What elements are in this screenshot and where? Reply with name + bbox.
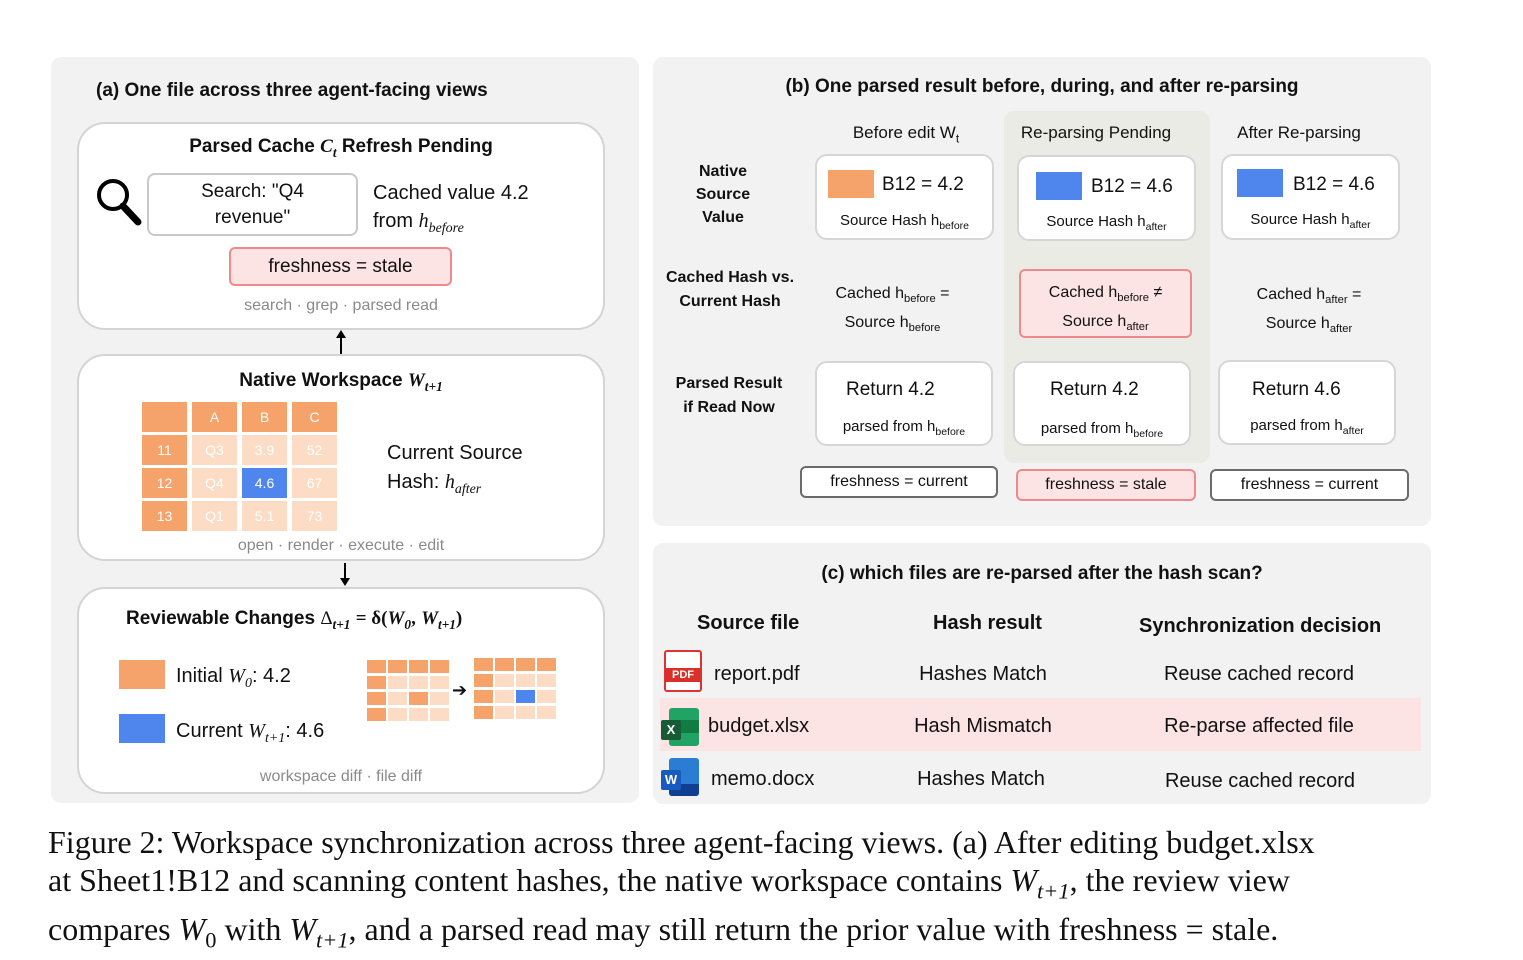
mini-grid-after: [474, 658, 556, 720]
sync-decision: Reuse cached record: [1164, 770, 1356, 792]
grid-cell[interactable]: 52: [292, 435, 337, 465]
grid-col-a: A: [192, 402, 237, 432]
word-icon: W: [661, 758, 699, 796]
col-before-compare: Cached hbefore = Source hbefore: [835, 285, 950, 335]
cache-freshness-badge: freshness = stale: [229, 247, 452, 286]
panel-b-title: (b) One parsed result before, during, an…: [785, 76, 1299, 97]
workspace-grid: A B C 11 Q3 3.9 52 12 Q4 4.6 67 13 Q1 5.…: [142, 402, 342, 531]
grid-col-c: C: [292, 402, 337, 432]
search-query-line1: Search: "Q4: [201, 181, 304, 202]
legend-initial-label: Initial W0: 4.2: [176, 665, 291, 691]
figure-caption: Figure 2: Workspace synchronization acro…: [48, 823, 1438, 960]
cached-value-text: Cached value 4.2 from hbefore: [373, 182, 529, 236]
col-before-header: Before edit Wt: [852, 123, 960, 146]
col-pending-compare-box: Cached hbefore ≠ Source hafter: [1019, 269, 1192, 338]
grid-cell[interactable]: Q4: [192, 468, 237, 498]
file-name[interactable]: memo.docx: [711, 768, 815, 790]
col-header-hash-result: Hash result: [933, 612, 1042, 634]
search-query-box[interactable]: Search: "Q4 revenue": [147, 173, 358, 236]
col-after-freshness: freshness = current: [1210, 469, 1409, 501]
col-pending-value: B12 = 4.6: [1091, 176, 1173, 197]
file-name[interactable]: budget.xlsx: [708, 715, 810, 737]
grid-col-b: B: [242, 402, 287, 432]
col-before-return: Return 4.2: [846, 379, 935, 400]
changes-footer: workspace diff · file diff: [259, 768, 423, 785]
panel-c: [653, 543, 1431, 804]
col-before-parsed-from: parsed from hbefore: [842, 418, 966, 438]
cache-footer: search · grep · parsed read: [244, 297, 438, 314]
parsed-cache-title: Parsed Cache Ct Refresh Pending: [189, 136, 493, 160]
col-before-return-box: [815, 361, 993, 446]
col-before-source-hash: Source Hash hbefore: [839, 212, 969, 232]
col-after-compare: Cached hafter = Source hafter: [1256, 286, 1362, 336]
workspace-footer: open · render · execute · edit: [237, 537, 445, 554]
row-label-hash: Cached Hash vs. Current Hash: [665, 269, 795, 310]
grid-row-12: 12: [142, 468, 187, 498]
col-pending-header: Re-parsing Pending: [1020, 123, 1172, 142]
col-pending-parsed-from: parsed from hbefore: [1040, 420, 1164, 440]
file-name[interactable]: report.pdf: [714, 663, 800, 685]
col-after-return: Return 4.6: [1252, 379, 1341, 400]
excel-icon: X: [661, 708, 699, 746]
col-after-value-box: [1221, 154, 1400, 240]
legend-initial-swatch: [119, 660, 165, 689]
col-after-swatch: [1237, 169, 1283, 197]
legend-current-swatch: [119, 714, 165, 743]
col-pending-freshness: freshness = stale: [1016, 469, 1196, 501]
panel-a-title: (a) One file across three agent-facing v…: [96, 80, 488, 101]
hash-result: Hashes Match: [919, 663, 1047, 685]
grid-cell[interactable]: 5.1: [242, 501, 287, 531]
hash-result: Hash Mismatch: [914, 715, 1052, 737]
grid-row-13: 13: [142, 501, 187, 531]
table-row-highlighted[interactable]: [660, 698, 1421, 751]
grid-cell[interactable]: 73: [292, 501, 337, 531]
col-before-value: B12 = 4.2: [882, 174, 964, 195]
col-pending-return-box: [1013, 361, 1191, 446]
grid-cell[interactable]: 67: [292, 468, 337, 498]
caption-line-1: Figure 2: Workspace synchronization acro…: [48, 824, 1315, 860]
col-after-header: After Re-parsing: [1237, 123, 1361, 142]
col-pending-source-hash: Source Hash hafter: [1046, 213, 1167, 233]
search-icon: [97, 179, 142, 226]
col-after-parsed-from: parsed from hafter: [1250, 417, 1364, 437]
grid-cell[interactable]: Q3: [192, 435, 237, 465]
col-pending-swatch: [1036, 172, 1082, 200]
native-workspace-title: Native Workspace Wt+1: [239, 370, 443, 394]
reviewable-changes-title: Reviewable Changes Δt+1 = δ(W0, Wt+1): [126, 608, 463, 632]
diff-arrow-icon: ➔: [452, 680, 468, 700]
sync-decision: Reuse cached record: [1163, 663, 1355, 685]
row-label-parsed: Parsed Result if Read Now: [675, 375, 783, 416]
grid-row-11: 11: [142, 435, 187, 465]
search-query-line2: revenue": [214, 207, 291, 228]
legend-current-label: Current Wt+1: 4.6: [176, 720, 325, 746]
pdf-icon: PDF: [664, 650, 702, 692]
arrow-up-icon: [336, 330, 346, 355]
grid-cell[interactable]: Q1: [192, 501, 237, 531]
arrow-down-icon: [340, 563, 350, 586]
caption-line-3: compares W0 with Wt+1, and a parsed read…: [48, 911, 1279, 953]
grid-cell-b12-edited[interactable]: 4.6: [242, 468, 287, 498]
grid-corner: [142, 402, 187, 432]
col-after-return-box: [1218, 360, 1396, 445]
mini-grid-before: [367, 660, 449, 722]
caption-line-2: at Sheet1!B12 and scanning content hashe…: [48, 862, 1290, 904]
col-header-source-file: Source file: [697, 612, 800, 634]
current-source-hash: Current Source Hash: hafter: [387, 442, 523, 497]
panel-c-title: (c) which files are re-parsed after the …: [821, 563, 1263, 584]
col-after-value: B12 = 4.6: [1293, 174, 1375, 195]
col-before-freshness: freshness = current: [800, 466, 998, 498]
col-pending-return: Return 4.2: [1050, 379, 1139, 400]
sync-decision: Re-parse affected file: [1164, 715, 1354, 737]
col-before-swatch: [828, 170, 874, 198]
col-header-sync-decision: Synchronization decision: [1139, 615, 1382, 637]
row-label-native: Native Source Value: [695, 163, 751, 226]
col-after-source-hash: Source Hash hafter: [1250, 211, 1371, 231]
grid-cell[interactable]: 3.9: [242, 435, 287, 465]
hash-result: Hashes Match: [917, 768, 1045, 790]
